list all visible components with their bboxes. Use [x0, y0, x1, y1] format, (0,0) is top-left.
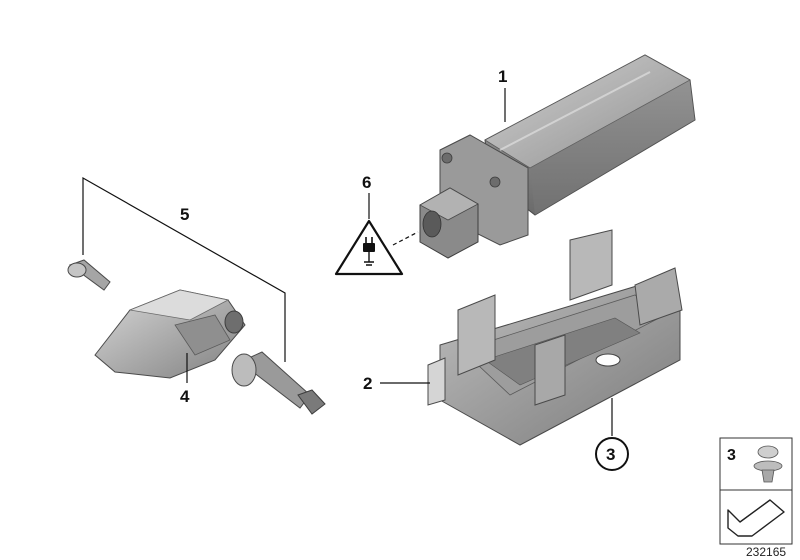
callout-5-bracket-line [82, 176, 286, 362]
tire-pressure-sensor-part [94, 289, 246, 379]
callout-2: 2 [363, 374, 372, 393]
direction-arrow-icon [727, 499, 785, 537]
callout-1: 1 [498, 67, 507, 86]
electrical-plug-warning-icon [334, 219, 404, 276]
callout-4: 4 [180, 387, 190, 406]
plastic-clip-icon [753, 445, 783, 483]
legend-clip-number: 3 [727, 447, 736, 464]
label-placement-dashed-line [392, 231, 419, 246]
valve-part [231, 351, 326, 415]
screw-part [67, 259, 111, 291]
callout-3-circle [595, 437, 629, 471]
document-number: 232165 [746, 545, 786, 559]
callout-3: 3 [606, 445, 615, 464]
holder-bracket-part [427, 229, 683, 446]
callout-6: 6 [362, 173, 371, 192]
control-unit-part [419, 54, 696, 259]
callout-5: 5 [180, 205, 189, 224]
legend-box: 3 [719, 437, 793, 545]
